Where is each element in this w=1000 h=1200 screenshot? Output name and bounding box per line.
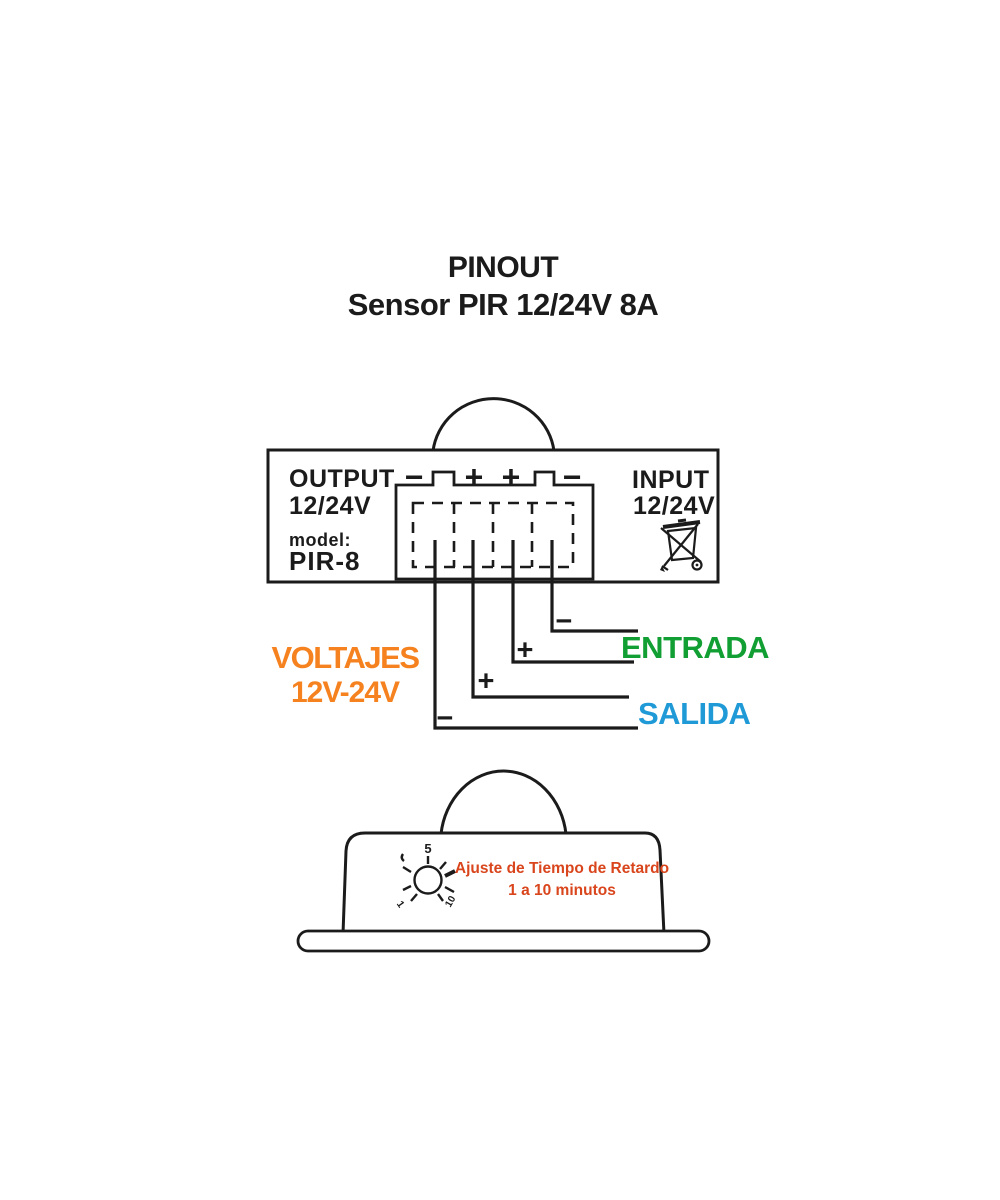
terminal-block — [394, 470, 595, 581]
delay-adjust-note-line2: 1 a 10 minutos — [508, 882, 616, 899]
delay-adjust-note-line1: Ajuste de Tiempo de Retardo — [454, 860, 670, 877]
timer-dial-icon: 5 1 10 — [394, 841, 459, 910]
terminal-sign-positive-1: + — [464, 459, 484, 495]
top-device-outline — [266, 448, 720, 584]
bottom-sensor-dome — [439, 769, 568, 835]
wire-salida-positive — [471, 540, 629, 699]
wire-salida-negative — [433, 540, 638, 730]
voltajes-range-label: 12V-24V — [290, 676, 400, 709]
mounting-base — [296, 929, 711, 953]
wire-entrada-negative — [550, 540, 638, 633]
page-subtitle: Sensor PIR 12/24V 8A — [347, 287, 659, 322]
terminal-dashed-connector — [411, 501, 575, 569]
model-value: PIR-8 — [289, 546, 361, 576]
bottom-device-outline — [341, 831, 666, 935]
entrada-label: ENTRADA — [621, 630, 770, 665]
wire-entrada-positive — [511, 540, 634, 664]
terminal-sign-negative-2: − — [562, 459, 582, 495]
salida-negative-sign: − — [436, 702, 454, 735]
input-voltage: 12/24V — [633, 492, 716, 520]
terminal-sign-positive-2: + — [501, 459, 521, 495]
top-sensor-dome — [431, 397, 556, 452]
dial-label-10: 10 — [443, 894, 458, 910]
voltajes-label: VOLTAJES — [271, 640, 420, 675]
salida-label: SALIDA — [638, 696, 751, 731]
entrada-negative-sign: − — [555, 605, 573, 638]
salida-positive-sign: + — [477, 665, 495, 698]
weee-crossed-bin-icon — [660, 518, 703, 572]
output-label: OUTPUT — [289, 465, 395, 493]
output-voltage: 12/24V — [289, 492, 372, 520]
page-title: PINOUT — [447, 251, 559, 284]
model-label: model: — [289, 530, 352, 550]
terminal-sign-negative-1: − — [404, 459, 424, 495]
entrada-positive-sign: + — [516, 634, 534, 667]
dial-label-1: 1 — [394, 899, 406, 910]
dial-label-5: 5 — [424, 841, 431, 856]
input-label: INPUT — [632, 466, 710, 494]
